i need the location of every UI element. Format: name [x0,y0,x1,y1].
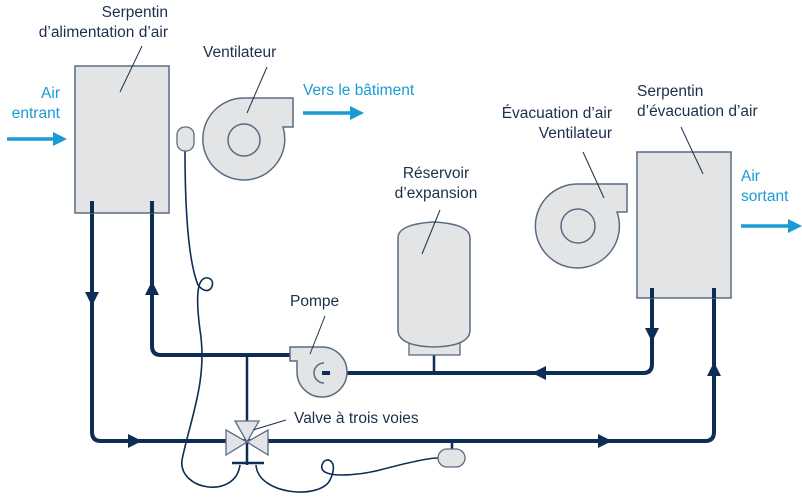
leader-line [119,45,143,93]
exhaust-fan-label: Évacuation d’air Ventilateur [460,104,612,144]
airflow-arrows [7,106,802,233]
control-wires [181,149,439,493]
supply-coil [74,65,170,214]
air-in-label: Air entrant [0,84,60,124]
wire [181,149,241,488]
pump-to-exhaust-pipe [322,288,654,375]
supply-coil-label: Serpentin d’alimentation d’air [39,3,168,43]
label-line: d’alimentation d’air [38,24,168,41]
exhaust-coil-label: Serpentin d’évacuation d’air [637,82,758,122]
supply-fan-label: Ventilateur [203,44,277,61]
valve-label: Valve à trois voies [294,410,419,427]
flow-arrow-down-icon [645,328,659,342]
leader-line [421,209,441,255]
expansion-tank-icon [397,221,471,356]
flow-arrow-up-icon [145,281,159,295]
label-line: d’expansion [394,185,478,202]
flow-arrow-right-icon [598,434,612,448]
label-line: Air [741,168,760,185]
three-way-valve-icon [225,420,269,465]
label-line: Serpentin [637,83,704,100]
label-line: entrant [11,105,60,122]
air-out-label: Air sortant [741,167,788,207]
label-line: Serpentin [101,4,168,21]
supply-fan-icon [202,97,294,181]
wire [255,457,439,493]
label-line: d’évacuation d’air [637,103,758,120]
flow-arrows [85,281,721,448]
exhaust-coil [636,151,732,299]
label-line: Réservoir [402,165,470,182]
leader-line [582,151,605,199]
leader-line [309,315,326,355]
exhaust-fan-icon [534,183,628,269]
expansion-tank-label: Réservoir d’expansion [380,164,492,204]
leader-line [680,126,704,175]
label-line: Évacuation d’air [501,105,612,122]
leader-line [246,66,268,114]
pipes [90,200,716,443]
label-line: Ventilateur [538,125,612,142]
flow-arrow-right-icon [128,434,142,448]
to-building-label: Vers le bâtiment [303,82,415,99]
flow-arrow-up-icon [707,362,721,376]
pump-icon [289,346,348,398]
label-line: sortant [741,188,789,205]
label-line: Air [41,85,60,102]
sensor-icon [437,448,466,468]
sensor-icon [176,126,195,152]
supply-return-pipe [90,200,716,443]
leader-line [252,419,287,431]
flow-arrow-left-icon [532,366,546,380]
pump-label: Pompe [290,293,340,310]
supply-feed-pipe [150,200,292,357]
flow-arrow-down-icon [85,292,99,306]
